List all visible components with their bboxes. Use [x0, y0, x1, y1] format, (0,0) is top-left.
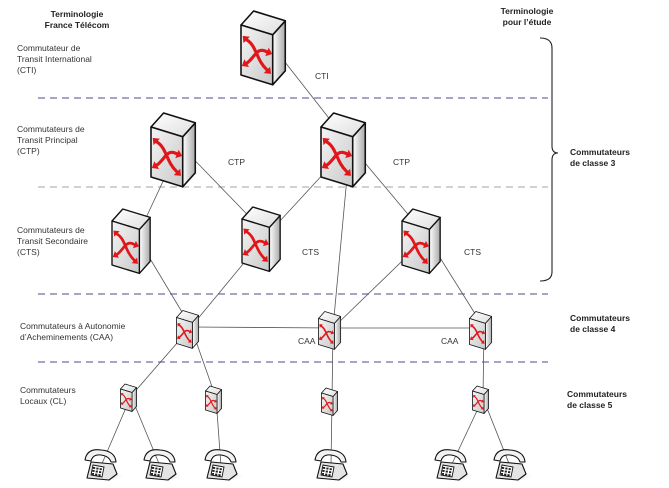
- node-tag-ctp1: CTP: [228, 157, 245, 167]
- label-line: Commutateurs de: [17, 124, 85, 134]
- header-right-line1: Terminologie: [500, 6, 554, 16]
- node-tag-caa3: CAA: [441, 336, 459, 346]
- node-tag-cts3: CTS: [464, 247, 481, 257]
- label-line: d’Acheminements (CAA): [20, 332, 114, 342]
- phone-handset: [314, 449, 347, 463]
- class-label-5: Commutateurs de classe 5: [567, 389, 627, 411]
- label-line: Transit Secondaire: [17, 236, 89, 246]
- level-label-ctp: Commutateurs de Transit Principal (CTP): [17, 124, 85, 157]
- switch-arrows-icon: [472, 395, 484, 410]
- node-tag-ctp2: CTP: [393, 157, 410, 167]
- nodes-layer: [84, 10, 534, 482]
- header-left-line2: France Télécom: [44, 20, 110, 30]
- label-line: Commutateurs de: [17, 225, 85, 235]
- switch-ctp1: [150, 112, 197, 188]
- node-tag-caa2: CAA: [298, 336, 316, 346]
- class3-brace: [539, 37, 559, 282]
- switch-caa2: [318, 311, 342, 350]
- class-line: Commutateurs: [567, 389, 627, 399]
- phone-keypad-icon: [210, 464, 225, 478]
- class-label-3: Commutateurs de classe 3: [570, 147, 630, 169]
- node-tag-cts2: CTS: [302, 247, 319, 257]
- switch-cts2: [241, 206, 281, 273]
- phone-keypad-icon: [320, 464, 335, 478]
- header-right-line2: pour l’étude: [502, 17, 552, 27]
- label-line: Transit Principal: [17, 135, 78, 145]
- phone-keypad-icon: [499, 464, 514, 478]
- phone-handset: [84, 449, 117, 463]
- switch-cts3: [401, 208, 441, 275]
- phone-handset: [434, 449, 467, 463]
- switch-arrows-icon: [205, 395, 217, 410]
- level-label-cti: Commutateur de Transit International (CT…: [17, 43, 92, 76]
- switch-arrows-icon: [241, 35, 273, 74]
- switch-cl3: [321, 387, 338, 416]
- switch-caa1: [176, 310, 200, 349]
- level-label-cl: Commutateurs Locaux (CL): [20, 385, 76, 407]
- phone-keypad-icon: [440, 464, 455, 478]
- switch-arrows-icon: [176, 323, 193, 343]
- switch-arrows-icon: [321, 397, 333, 412]
- switch-arrows-icon: [402, 230, 429, 264]
- label-line: Commutateur de: [17, 43, 81, 53]
- class-line: Commutateurs: [570, 313, 630, 323]
- label-line: Transit International: [17, 54, 92, 64]
- switch-arrows-icon: [112, 230, 139, 264]
- switch-arrows-icon: [120, 393, 132, 408]
- label-line: (CTI): [17, 65, 37, 75]
- telephone-ph1: [84, 449, 125, 482]
- level-label-caa: Commutateurs à Autonomie d’Acheminements…: [20, 321, 125, 343]
- switch-caa3: [469, 311, 493, 350]
- phone-handset: [493, 449, 526, 463]
- telephone-ph4: [314, 449, 355, 482]
- label-line: Commutateurs à Autonomie: [20, 321, 126, 331]
- switch-cl2: [205, 385, 222, 414]
- switch-arrows-icon: [242, 228, 269, 262]
- switch-cti: [240, 10, 287, 86]
- phone-handset: [143, 449, 176, 463]
- telephone-ph5: [434, 449, 475, 482]
- phone-keypad-icon: [149, 464, 164, 478]
- level-label-cts: Commutateurs de Transit Secondaire (CTS): [17, 225, 88, 258]
- class-label-4: Commutateurs de classe 4: [570, 313, 630, 335]
- label-line: Commutateurs: [20, 385, 76, 395]
- header-france-telecom: Terminologie France Télécom: [27, 9, 127, 31]
- telephone-ph6: [493, 449, 534, 482]
- label-line: (CTP): [17, 146, 40, 156]
- link-caa1-caa2: [190, 326, 334, 329]
- class-line: de classe 5: [567, 400, 613, 410]
- header-study: Terminologie pour l’étude: [497, 6, 557, 28]
- switch-cl1: [120, 383, 137, 412]
- label-line: (CTS): [17, 247, 40, 257]
- switch-arrows-icon: [151, 137, 183, 176]
- switch-cl4: [472, 385, 489, 414]
- class-line: Commutateurs: [570, 147, 630, 157]
- class-line: de classe 4: [570, 324, 616, 334]
- telephone-ph3: [204, 449, 245, 482]
- phone-handset: [204, 449, 237, 463]
- header-left-line1: Terminologie: [50, 9, 104, 19]
- node-tag-cti: CTI: [315, 71, 329, 81]
- switch-ctp2: [320, 112, 367, 188]
- switch-arrows-icon: [469, 324, 486, 344]
- switch-cts1: [111, 208, 151, 275]
- telephone-ph2: [143, 449, 184, 482]
- label-line: Locaux (CL): [20, 396, 67, 406]
- switch-arrows-icon: [321, 137, 353, 176]
- level-separators: [38, 97, 548, 363]
- switch-arrows-icon: [318, 324, 335, 344]
- class-line: de classe 3: [570, 158, 616, 168]
- phone-keypad-icon: [90, 464, 105, 478]
